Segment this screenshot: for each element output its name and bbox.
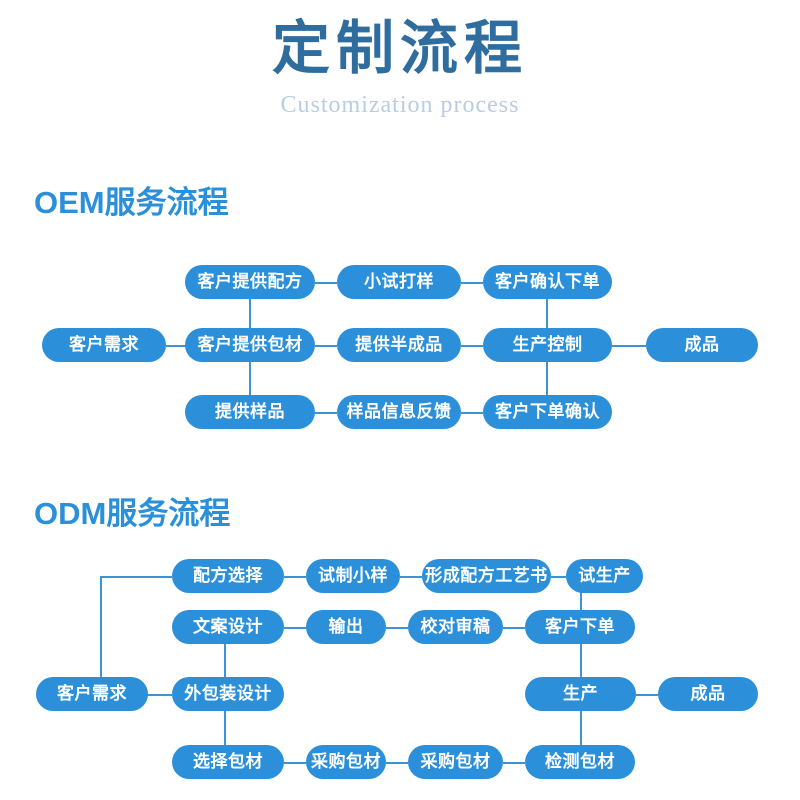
page-title: 定制流程 <box>271 16 528 81</box>
odm-node-trial-small-sample[interactable]: 试制小样 <box>306 559 400 593</box>
oem-node-sample-feedback[interactable]: 样品信息反馈 <box>337 395 461 429</box>
oem-connector-r1-c3-c4 <box>461 282 483 284</box>
oem-node-finished-product[interactable]: 成品 <box>646 328 758 362</box>
odm-node-inspect-packaging[interactable]: 检测包材 <box>525 745 635 779</box>
odm-connector-r1-c2-c3 <box>284 576 306 578</box>
odm-connector-r2-c3-c4 <box>386 627 408 629</box>
oem-node-provide-sample[interactable]: 提供样品 <box>185 395 315 429</box>
odm-connector-r1-c4-c5 <box>551 576 566 578</box>
odm-node-customer-places-order[interactable]: 客户下单 <box>525 610 635 644</box>
odm-connector-r4-c4-c5 <box>503 762 525 764</box>
odm-connector-v-right-r2-r3 <box>580 627 582 694</box>
oem-node-customer-order-confirm[interactable]: 客户下单确认 <box>483 395 612 429</box>
oem-connector-r2-c2-c3 <box>315 345 337 347</box>
odm-connector-v-right-r1-r2 <box>580 576 582 627</box>
odm-node-outer-packaging-design[interactable]: 外包装设计 <box>172 677 284 711</box>
odm-node-copywriting-design[interactable]: 文案设计 <box>172 610 284 644</box>
oem-connector-r2-c1-c2 <box>166 345 186 347</box>
odm-connector-v-right-r3-r4 <box>580 694 582 762</box>
oem-connector-r3-c2-c3 <box>315 412 337 414</box>
odm-connector-r1-c3-c4 <box>400 576 422 578</box>
oem-node-provide-semifinished[interactable]: 提供半成品 <box>337 328 461 362</box>
oem-connector-v-c2-r1-r2 <box>249 299 251 345</box>
odm-node-select-packaging[interactable]: 选择包材 <box>172 745 284 779</box>
odm-connector-r2-c2-c3 <box>284 627 306 629</box>
oem-connector-v-c4-r2-r3 <box>546 345 548 412</box>
oem-node-trial-sample[interactable]: 小试打样 <box>337 265 461 299</box>
oem-connector-r1-c2-c3 <box>315 282 337 284</box>
oem-flow-diagram: 客户提供配方 小试打样 客户确认下单 客户需求 客户提供包材 提供半成品 生产控… <box>0 250 800 450</box>
odm-section-heading: ODM服务流程 <box>34 496 231 531</box>
odm-node-purchase-packaging-1[interactable]: 采购包材 <box>306 745 386 779</box>
odm-connector-v-left-r2-r3 <box>224 627 226 694</box>
odm-connector-r2-c4-c5 <box>503 627 525 629</box>
oem-node-customer-confirms-order[interactable]: 客户确认下单 <box>483 265 612 299</box>
odm-connector-v-left-r3-r4 <box>224 694 226 762</box>
odm-connector-r4-c2-c3 <box>284 762 306 764</box>
odm-flow-diagram: 配方选择 试制小样 形成配方工艺书 试生产 文案设计 输出 校对审稿 客户下单 … <box>0 550 800 790</box>
odm-connector-r3-c1-c2 <box>148 694 172 696</box>
odm-node-proofreading[interactable]: 校对审稿 <box>408 610 503 644</box>
oem-connector-r2-c4-c5 <box>612 345 646 347</box>
odm-node-customer-requirement[interactable]: 客户需求 <box>36 677 148 711</box>
oem-node-production-control[interactable]: 生产控制 <box>483 328 612 362</box>
odm-connector-bracket-left <box>100 576 102 695</box>
oem-connector-r3-c3-c4 <box>461 412 483 414</box>
oem-connector-r2-c3-c4 <box>461 345 483 347</box>
odm-node-finished-product[interactable]: 成品 <box>658 677 758 711</box>
oem-section-heading: OEM服务流程 <box>34 185 229 220</box>
odm-connector-r3-c5-c6 <box>636 694 658 696</box>
odm-node-formula-selection[interactable]: 配方选择 <box>172 559 284 593</box>
odm-node-trial-production[interactable]: 试生产 <box>566 559 643 593</box>
oem-node-customer-provides-formula[interactable]: 客户提供配方 <box>185 265 315 299</box>
oem-node-customer-requirement[interactable]: 客户需求 <box>42 328 166 362</box>
oem-connector-v-c4-r1-r2 <box>546 299 548 345</box>
odm-node-purchase-packaging-2[interactable]: 采购包材 <box>408 745 503 779</box>
odm-node-production[interactable]: 生产 <box>525 677 636 711</box>
odm-connector-r4-c3-c4 <box>386 762 408 764</box>
odm-node-formulate-process-document[interactable]: 形成配方工艺书 <box>422 559 551 593</box>
odm-node-output[interactable]: 输出 <box>306 610 386 644</box>
oem-connector-v-c2-r2-r3 <box>249 345 251 412</box>
odm-connector-bracket-top <box>100 576 172 578</box>
oem-node-customer-provides-packaging[interactable]: 客户提供包材 <box>185 328 315 362</box>
page-subtitle: Customization process <box>280 92 520 118</box>
